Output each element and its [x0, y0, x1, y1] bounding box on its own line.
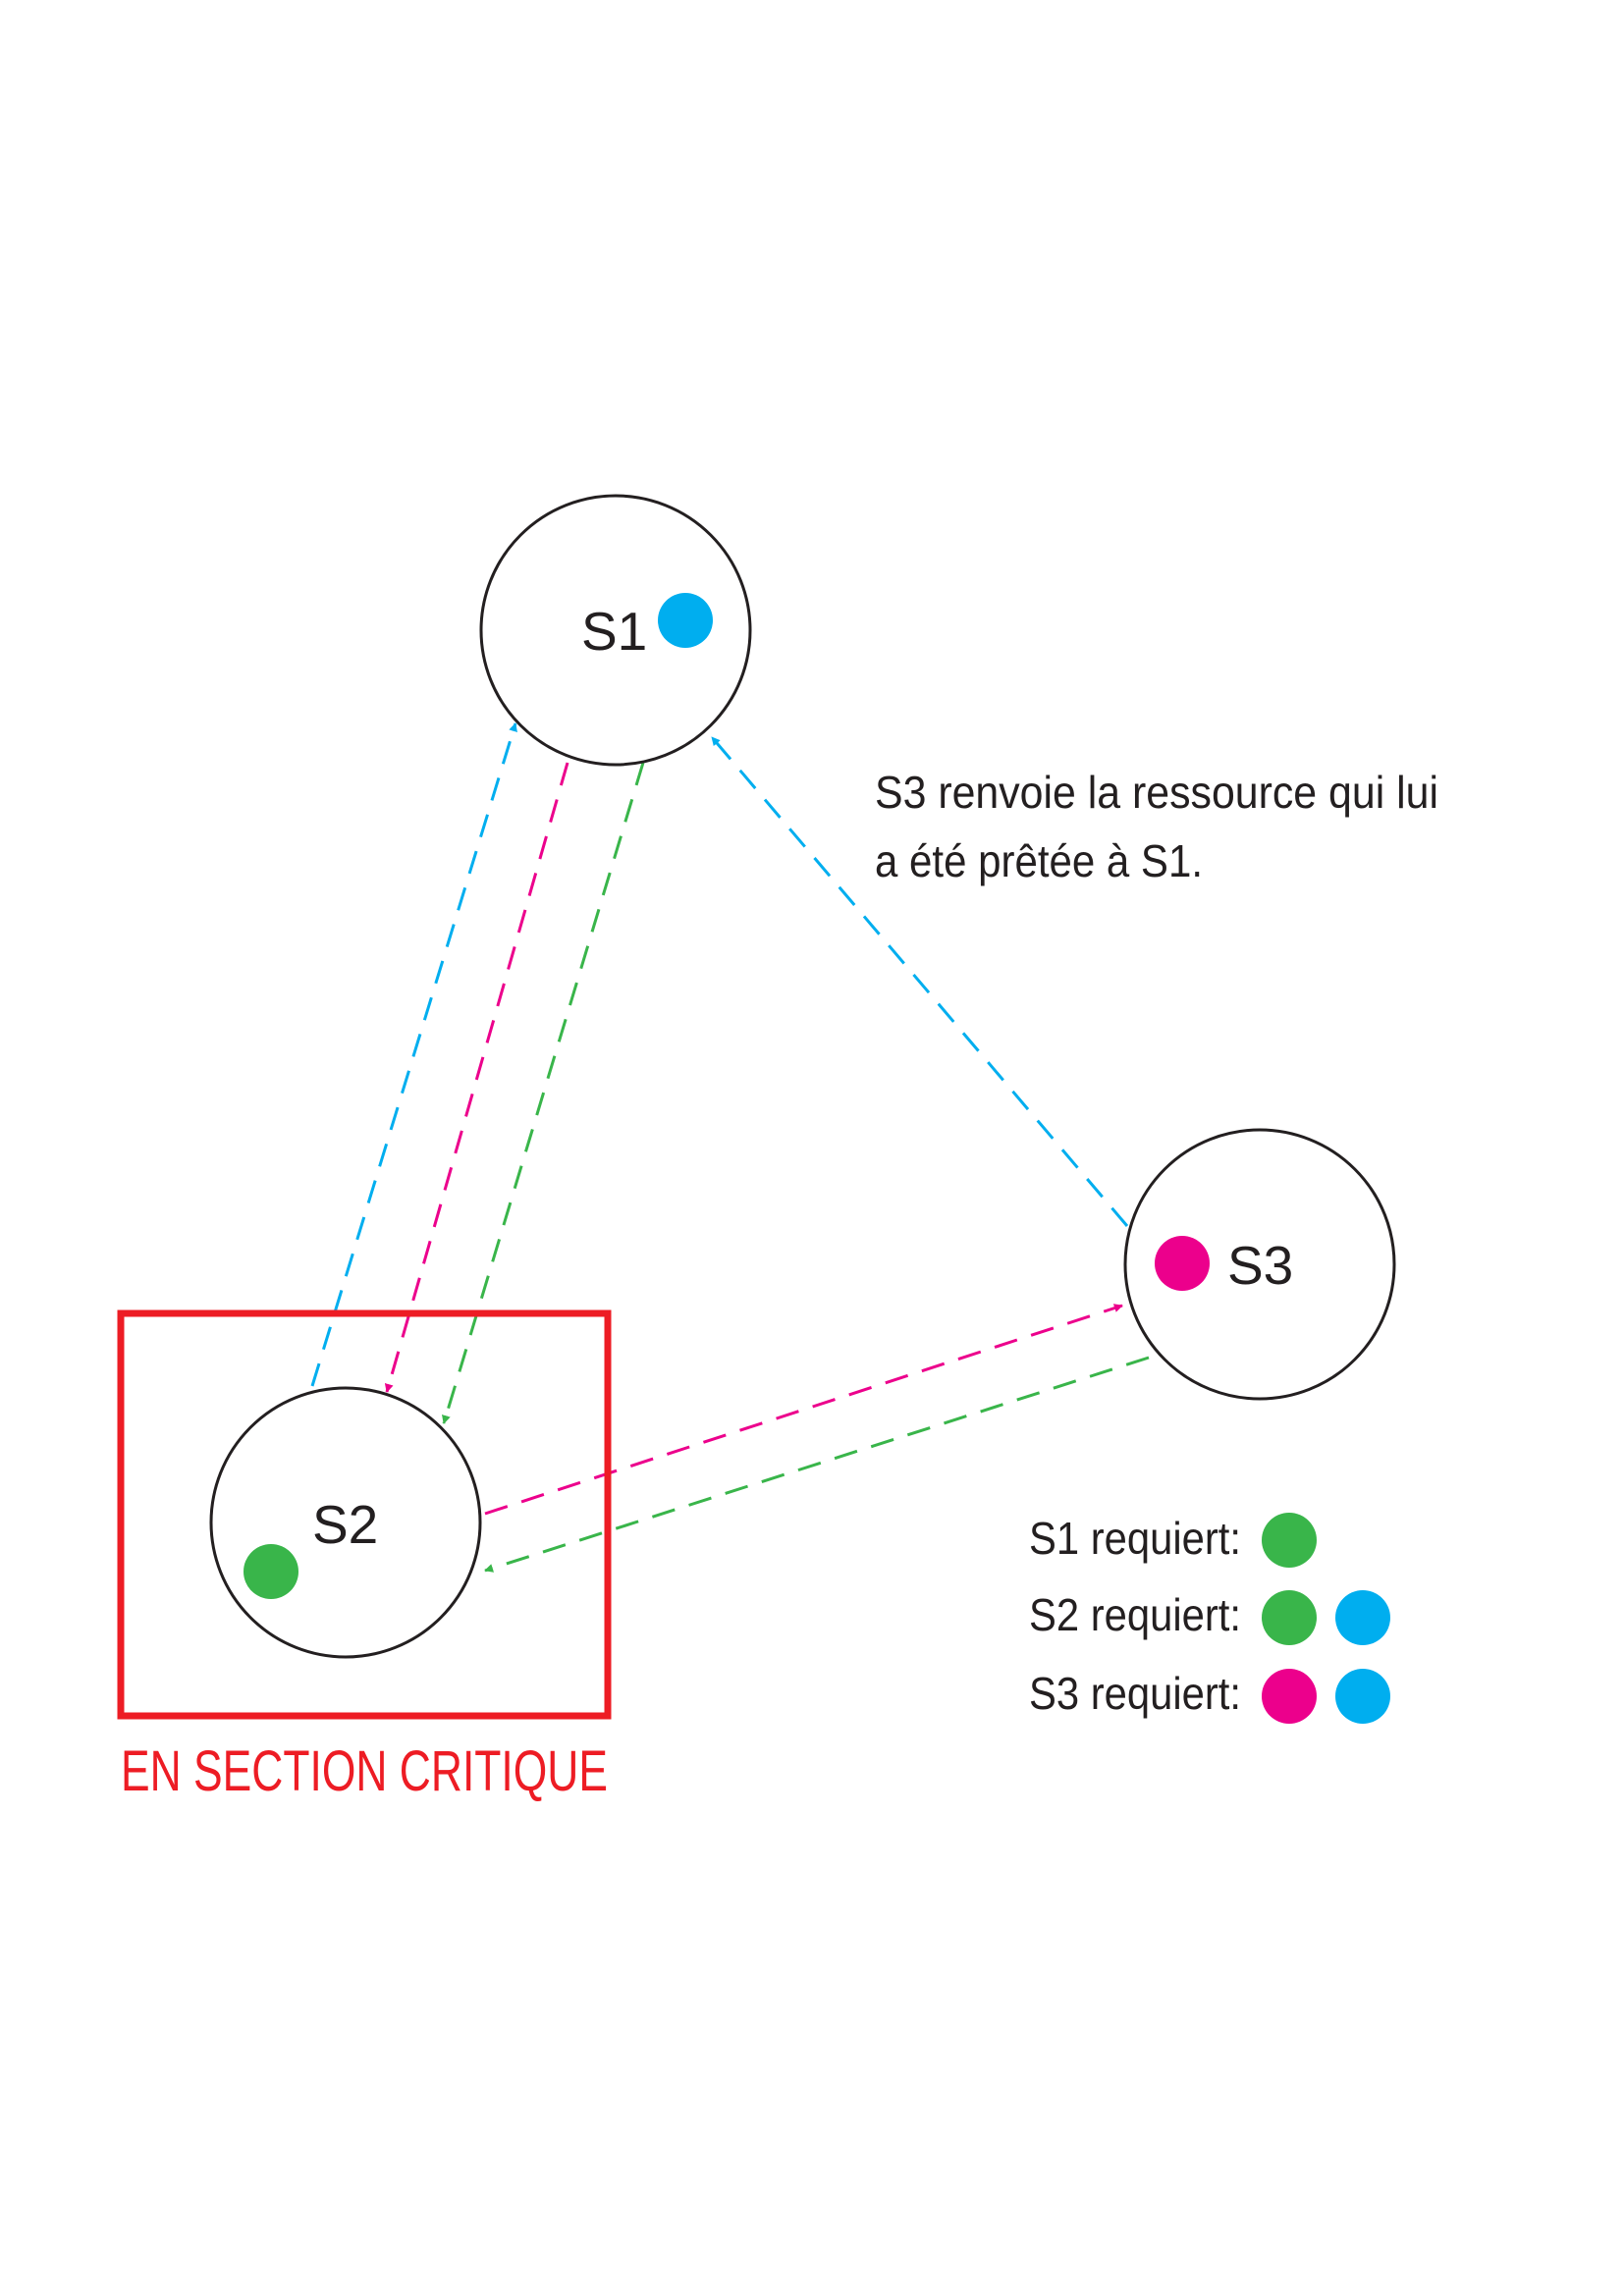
node-s1-label: S1 — [581, 601, 647, 662]
legend-label-s3: S3 requiert: — [1029, 1668, 1241, 1719]
note-line-2: a été prêtée à S1. — [875, 835, 1203, 886]
legend-token-green — [1262, 1513, 1317, 1568]
critical-section-label: EN SECTION CRITIQUE — [121, 1739, 608, 1803]
critical-section-box — [117, 1309, 612, 1720]
arrow-s1-to-s2-magenta — [384, 762, 569, 1393]
node-s1: S1 — [479, 494, 752, 767]
node-s1-token-blue — [658, 593, 713, 648]
legend-row-s2: S2 requiert: — [1029, 1589, 1390, 1645]
node-s3-circle — [1123, 1128, 1396, 1401]
legend-label-s1: S1 requiert: — [1029, 1513, 1241, 1564]
node-s1-circle — [479, 494, 752, 767]
node-s3-token-magenta — [1155, 1236, 1210, 1291]
legend-token-blue — [1335, 1669, 1390, 1724]
legend-label-s2: S2 requiert: — [1029, 1589, 1241, 1640]
arrow-s3-to-s1-blue — [710, 736, 1129, 1227]
arrow-s3-to-s2-green — [484, 1356, 1150, 1573]
legend-row-s1: S1 requiert: — [1029, 1513, 1317, 1568]
node-s3: S3 — [1123, 1128, 1396, 1401]
node-s3-label: S3 — [1227, 1235, 1293, 1296]
legend: S1 requiert: S2 requiert: S3 requiert: — [1029, 1513, 1390, 1724]
note-line-1: S3 renvoie la ressource qui lui — [875, 767, 1438, 818]
node-s2-token-green — [244, 1544, 298, 1599]
arrow-s2-to-s3-magenta — [484, 1304, 1123, 1516]
legend-token-green — [1262, 1590, 1317, 1645]
legend-row-s3: S3 requiert: — [1029, 1668, 1390, 1724]
legend-token-magenta — [1262, 1669, 1317, 1724]
legend-token-blue — [1335, 1590, 1390, 1645]
arrow-s2-to-s1-blue — [310, 722, 517, 1387]
node-s2: S2 — [209, 1386, 482, 1659]
node-s2-label: S2 — [312, 1494, 378, 1555]
